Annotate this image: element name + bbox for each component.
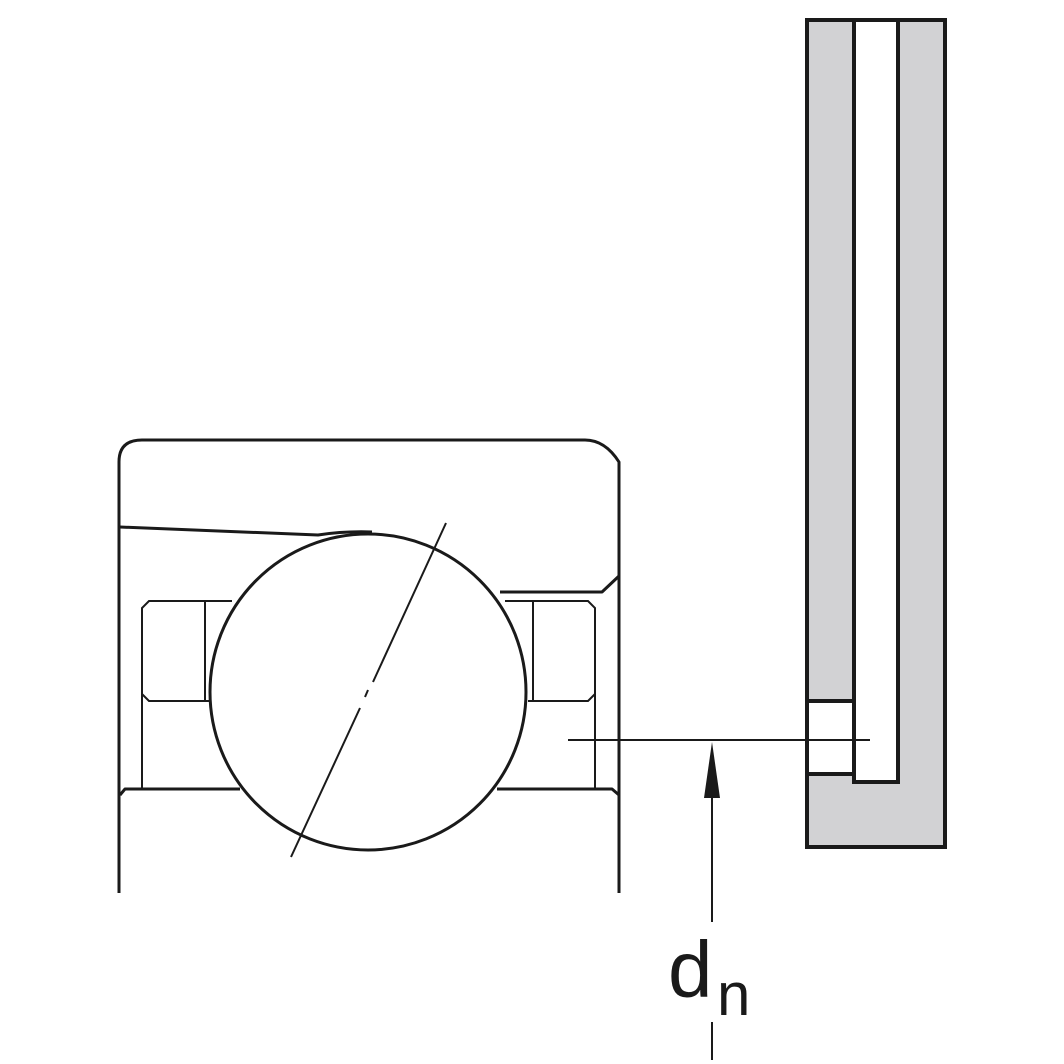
arrow-up-icon bbox=[704, 742, 720, 798]
nozzle-plate bbox=[805, 18, 947, 849]
dimension-subscript: n bbox=[717, 961, 751, 1028]
dimension-symbol: d bbox=[668, 925, 713, 1014]
bearing-inner-ring bbox=[118, 787, 620, 797]
dimension-dn bbox=[568, 739, 870, 1060]
bearing-cage bbox=[141, 600, 596, 789]
bearing-outer-ring bbox=[117, 438, 621, 893]
contact-angle-line bbox=[290, 522, 447, 858]
